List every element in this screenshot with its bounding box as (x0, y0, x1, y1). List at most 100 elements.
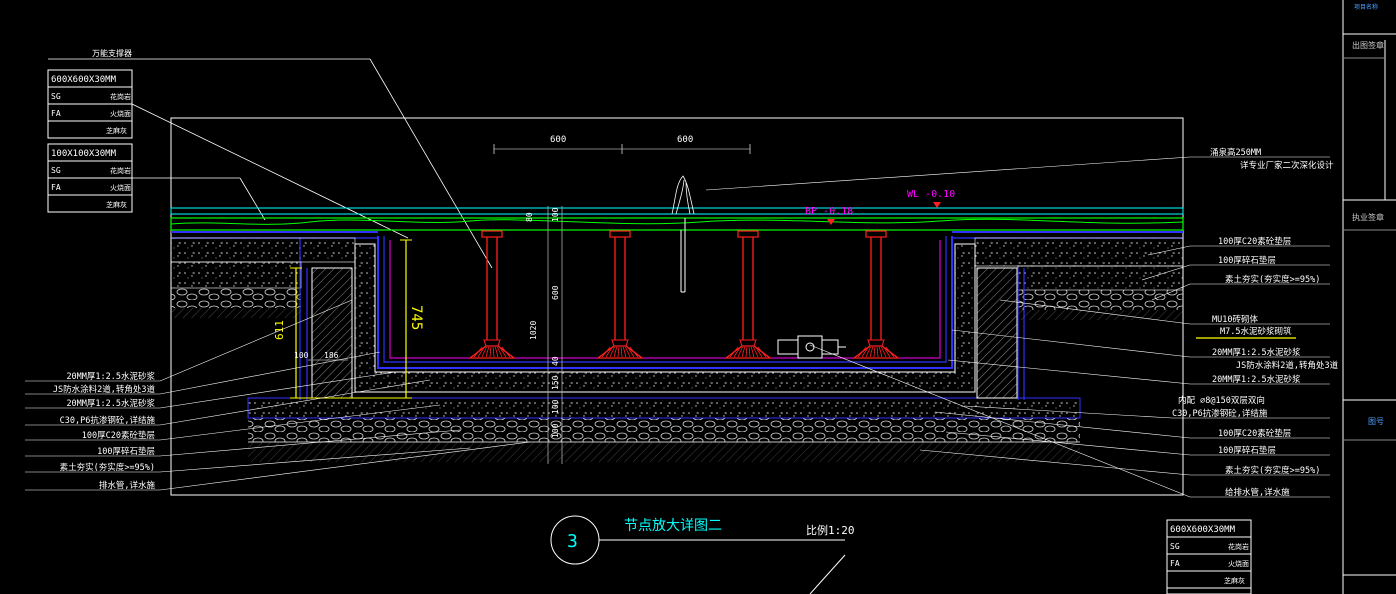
right-label-2: 详专业厂家二次深化设计 (1240, 160, 1334, 171)
spec-table-2-size: 100X100X30MM (51, 149, 117, 159)
left-leader-1 (159, 299, 353, 382)
right-label-16: 给排水管,详水施 (1225, 487, 1290, 498)
drawing-scale: 比例1:20 (806, 523, 855, 537)
right-leader-4 (1141, 264, 1191, 281)
right-label-7: M7.5水泥砂浆砌筑 (1220, 326, 1292, 337)
c20-base-slab (247, 397, 1081, 419)
right-leader-3 (1147, 245, 1191, 256)
pedestal-3 (724, 230, 772, 359)
drawing-title: 节点放大详图二 (624, 518, 722, 534)
dim-v-100: 100 (551, 207, 560, 222)
pedestal-2 (596, 230, 644, 359)
waterproof-layer (377, 236, 953, 369)
pedestal-group (468, 230, 900, 359)
dim-v-80: 80 (525, 212, 534, 222)
leader-pedestal (369, 58, 493, 269)
spec-table-3-desc-1: 花岗岩 (1228, 542, 1249, 551)
wl-marker (933, 202, 941, 208)
left-label-1: 20MM厚1:2.5水泥砂浆 (66, 371, 155, 382)
right-label-6: MU10砖砌体 (1212, 314, 1258, 325)
dim-v-100b: 100 (551, 399, 560, 414)
left-label-4: C30,P6抗渗钢砼,详结施 (60, 415, 156, 426)
right-leader-5 (1151, 283, 1191, 301)
title-block-sidebar (1342, 0, 1396, 594)
sidebar-project-text: 项目名称 (1354, 3, 1378, 11)
dim-v-1020: 1020 (529, 321, 538, 340)
left-label-3: 20MM厚1:2.5水泥砂浆 (66, 398, 155, 409)
dim-v-40: 40 (551, 356, 560, 366)
spec-table-1-code-1: SG (51, 92, 61, 101)
dim-v-150: 150 (551, 375, 560, 390)
right-leader-8 (951, 329, 1191, 358)
right-label-1: 涌泉高250MM (1210, 147, 1261, 158)
pump-icon (777, 335, 846, 359)
dim-v-600: 600 (551, 285, 560, 300)
right-label-15: 素土夯实(夯实度>=95%) (1225, 465, 1320, 476)
right-label-8: 20MM厚1:2.5水泥砂浆 (1212, 347, 1301, 358)
vertical-dimension-stack (547, 206, 563, 464)
left-leader-8 (159, 441, 531, 491)
brick-wall-right (976, 267, 1018, 399)
spec-table-2-code-2: FA (51, 183, 61, 192)
left-leader-4 (159, 379, 431, 426)
section-drawing (170, 207, 1184, 462)
right-label-4: 100厚碎石垫层 (1218, 255, 1276, 266)
fountain-nozzle (671, 175, 695, 293)
right-label-11: 内配 ∅8@150双层双向 (1178, 395, 1265, 406)
sidebar-label-drawing-no: 图号 (1368, 417, 1384, 426)
sidebar-label-seal: 出图签章 (1352, 40, 1384, 50)
left-leader-5 (159, 404, 441, 441)
right-leader-14 (945, 431, 1191, 456)
right-label-10: 20MM厚1:2.5水泥砂浆 (1212, 374, 1301, 385)
brick-wall-left (311, 267, 353, 399)
right-leader-1 (705, 156, 1191, 191)
leader-table-1 (131, 103, 409, 239)
right-label-14: 100厚碎石垫层 (1218, 445, 1276, 456)
left-leader-6 (159, 429, 461, 457)
spec-table-2-desc-3: 芝麻灰 (106, 200, 127, 209)
dim-v-100c: 100 (551, 423, 560, 438)
bp-marker (827, 219, 835, 225)
left-label-5: 100厚C20素砼垫层 (82, 430, 155, 441)
right-leader-13 (934, 411, 1191, 439)
left-label-7: 素土夯实(夯实度>=95%) (60, 462, 155, 473)
right-label-3: 100厚C20素砼垫层 (1218, 236, 1291, 247)
leader-table-2 (239, 177, 266, 221)
wl-level: WL -0.10 (907, 189, 955, 200)
pool-concrete-shell (354, 243, 976, 393)
right-leader-10 (947, 359, 1191, 385)
drawing-title-block (550, 515, 846, 594)
water-surface (170, 207, 1184, 215)
spec-table-3-desc-2: 火烧面 (1228, 559, 1249, 568)
left-label-2: JS防水涂料2道,转角处3道 (53, 384, 156, 395)
right-leader-6 (999, 299, 1191, 325)
spec-table-2-code-1: SG (51, 166, 61, 175)
dim-span-2: 600 (677, 135, 693, 145)
depth-dimension (290, 239, 412, 399)
spec-table-3: 600X600X30MM SG 花岗岩 FA 火烧面 芝麻灰 (1166, 519, 1252, 594)
gravel-bed (248, 418, 1080, 442)
dim-depth: 745 (408, 305, 424, 330)
spec-table-2-desc-1: 花岗岩 (110, 166, 131, 175)
drawing-number: 3 (567, 531, 578, 552)
pedestal-1 (468, 230, 516, 359)
right-label-group: 涌泉高250MM详专业厂家二次深化设计100厚C20素砼垫层100厚碎石垫层素土… (705, 147, 1339, 498)
spec-table-1-desc-3: 芝麻灰 (106, 126, 127, 135)
right-label-12: C30,P6抗渗钢砼,详结施 (1172, 408, 1268, 419)
spec-table-1-code-2: FA (51, 109, 61, 118)
bp-level: BP -0.18 (805, 206, 853, 217)
left-leader-2 (159, 351, 381, 395)
compacted-soil (248, 442, 1080, 462)
dim-wall-h: 611 (273, 320, 286, 340)
dim-100: 100 (294, 351, 309, 360)
spec-table-1-desc-2: 火烧面 (110, 109, 131, 118)
dim-span-1: 600 (550, 135, 566, 145)
left-label-group: 20MM厚1:2.5水泥砂浆 JS防水涂料2道,转角处3道 20MM厚1:2.5水泥… (25, 299, 531, 491)
spec-table-3-desc-3: 芝麻灰 (1224, 576, 1245, 585)
right-leader-16 (809, 344, 1191, 498)
spec-table-1-desc-1: 花岗岩 (110, 92, 131, 101)
right-label-5: 素土夯实(夯实度>=95%) (1225, 274, 1320, 285)
spec-table-3-size: 600X600X30MM (1170, 525, 1236, 535)
spec-table-3-code-1: SG (1170, 542, 1180, 551)
